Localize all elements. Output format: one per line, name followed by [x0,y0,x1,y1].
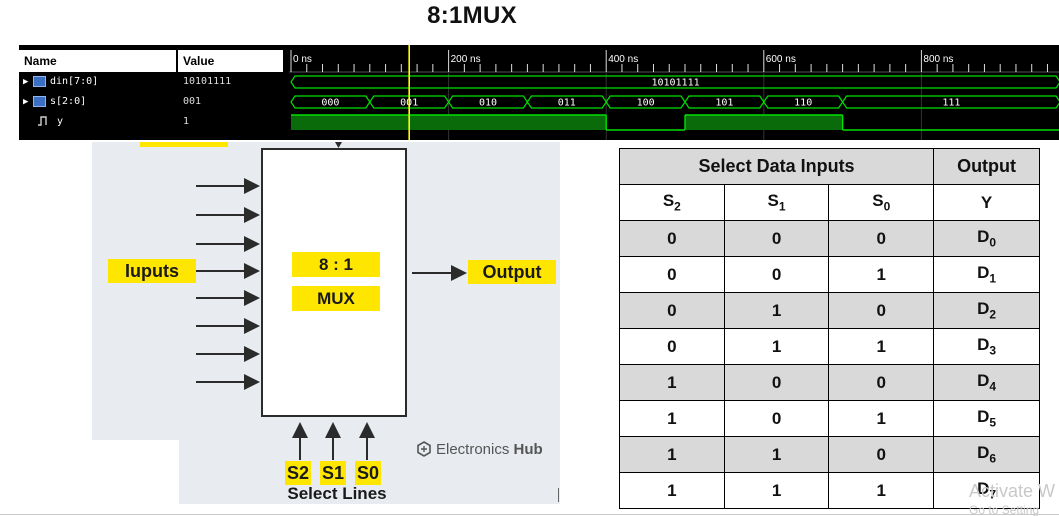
table-header-row: Select Data Inputs Output [618,148,1040,185]
name-column: Name ▶ din[7:0] ▶ s[2:0] y [19,45,176,140]
col-head-y: Y [933,184,1040,221]
signal-row-y[interactable]: y [19,113,176,131]
brand-name-light: Electronics [436,441,514,458]
s-bus-segment-label: 110 [794,98,812,109]
time-tick-label: 800 ns [923,54,953,65]
signal-name: din[7:0] [50,76,99,87]
column-header-row: S2 S1 S0 Y [619,184,1040,221]
activation-watermark-sub: Go to Setting [969,503,1040,516]
name-column-header: Name [19,50,176,72]
select-label-s1: S1 [320,461,346,485]
col-head-s1: S1 [723,184,830,221]
din-bus-segment-label: 10101111 [651,78,699,89]
page-title: 8:1MUX [427,2,517,29]
diagram-svg [140,142,467,460]
y-high-fill [685,115,843,130]
din-bus-segment [290,75,1059,89]
bus-signal-icon [33,95,46,107]
input-arrows [196,178,260,390]
col-head-s0: S0 [828,184,935,221]
signal-row-s[interactable]: ▶ s[2:0] [19,93,176,111]
waveform-viewer: Name ▶ din[7:0] ▶ s[2:0] y Value 10101111 … [19,45,1059,140]
mux-name-label: MUX [292,286,380,311]
signal-value: 001 [183,96,202,107]
col-head-s2: S2 [619,184,725,221]
diagram-background-cutout [92,440,179,504]
activation-watermark: Activate W [969,481,1056,501]
select-label-s0: S0 [355,461,381,485]
mux-ratio-label: 8 : 1 [292,252,380,277]
inputs-label: Iuputs [108,259,196,283]
top-marker-icon [335,142,342,148]
select-label-s2: S2 [285,461,311,485]
s-bus-segment-label: 101 [715,98,733,109]
highlight-strip [140,142,228,147]
time-tick-label: 200 ns [451,54,481,65]
select-inputs-header: Select Data Inputs [618,148,935,185]
brand-name-bold: Hub [513,441,543,458]
bit-signal-icon [37,115,51,127]
expand-arrow-icon[interactable]: ▶ [23,97,29,107]
output-label: Output [468,260,556,284]
time-tick-label: 600 ns [766,54,796,65]
signal-value: 10101111 [183,76,232,87]
s-bus-segment-label: 011 [558,98,576,109]
y-high-fill [291,115,607,130]
divider [558,488,559,502]
signal-name: y [57,116,64,127]
expand-arrow-icon[interactable]: ▶ [23,77,29,87]
output-header: Output [933,148,1040,185]
s-bus-segment-label: 010 [479,98,497,109]
signal-value: 1 [183,116,190,127]
electronics-hub-logo-icon [417,441,431,457]
value-column: Value 10101111 001 1 [178,45,283,140]
bus-signal-icon [33,75,46,87]
bottom-rule [0,514,1059,515]
brand-name: Electronics Hub [436,441,543,458]
s-bus-segment-label: 000 [321,98,339,109]
s-bus-segment [841,95,1059,109]
s-bus-segment-label: 111 [942,98,960,109]
signal-row-din[interactable]: ▶ din[7:0] [19,73,176,91]
select-arrows [292,422,375,460]
s-bus-segment-label: 100 [637,98,655,109]
time-tick-label: 400 ns [608,54,638,65]
mux-box [261,148,407,417]
select-lines-caption: Select Lines [287,484,387,503]
time-tick-label: 0 ns [293,54,312,65]
value-column-header: Value [178,50,283,72]
signal-name: s[2:0] [50,96,87,107]
